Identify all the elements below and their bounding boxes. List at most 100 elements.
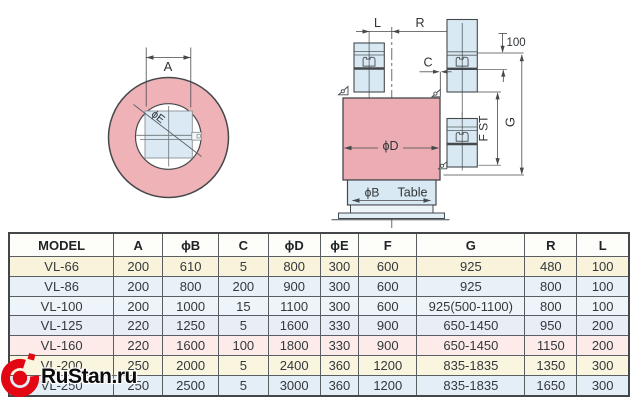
spec-cell: 900 — [358, 335, 418, 357]
table-surface-label: Table — [398, 186, 428, 200]
spec-cell: 925(500-1100) — [416, 295, 526, 317]
spec-cell: 200 — [576, 315, 630, 337]
spec-cell-model: VL-86 — [8, 275, 115, 297]
spec-cell: 800 — [162, 275, 220, 297]
spec-cell: 600 — [358, 256, 418, 277]
spec-cell: 100 — [576, 256, 630, 277]
table-sub-base — [350, 204, 434, 214]
dim-r-label: R — [415, 16, 424, 30]
spec-cell: 835-1835 — [416, 374, 526, 397]
dim-phi-b-label: ϕB — [365, 186, 380, 200]
spec-cell: 200 — [113, 275, 164, 297]
spec-cell: 200 — [218, 275, 269, 297]
spec-cell: 1650 — [524, 374, 578, 397]
spec-cell: 2500 — [162, 374, 220, 397]
column-header-phi-e: ϕE — [319, 232, 360, 257]
spec-cell: 100 — [576, 295, 630, 317]
dim-phi-b — [352, 198, 431, 203]
dim-phi-d — [344, 145, 439, 151]
column-header-a: A — [113, 232, 164, 257]
spec-cell: 5 — [218, 355, 269, 376]
top-view-diagram: ϕE A — [107, 47, 230, 199]
spec-cell: 800 — [267, 256, 321, 277]
ram-column-upper — [446, 18, 478, 119]
dim-f-st-label: F ST — [477, 115, 491, 142]
spec-cell-model: VL-100 — [8, 295, 115, 317]
side-view-diagram: ϕD ϕB Table — [331, 16, 526, 228]
spec-cell: 360 — [319, 374, 360, 397]
column-header-phi-b: ϕB — [162, 232, 220, 257]
spec-cell: 100 — [218, 335, 269, 357]
dim-100-label: 100 — [507, 37, 526, 49]
dim-g — [443, 54, 524, 176]
spec-cell: 1600 — [162, 335, 220, 357]
spec-cell: 1200 — [358, 355, 418, 376]
spec-cell: 5 — [218, 374, 269, 397]
tool-head-lower-right — [437, 112, 478, 171]
spec-cell: 3000 — [267, 374, 321, 397]
key-slot-mark — [196, 133, 201, 139]
spec-cell: 250 — [113, 374, 164, 397]
column-header-c: C — [218, 232, 269, 257]
spec-cell: 600 — [358, 275, 418, 297]
column-header-l: L — [576, 232, 630, 257]
spec-cell: 200 — [576, 335, 630, 357]
phi-e-diagonal — [133, 104, 202, 157]
dim-g-label: G — [503, 117, 518, 127]
spec-cell: 330 — [319, 315, 360, 337]
dim-a-label: A — [164, 59, 173, 74]
spec-cell: 1250 — [162, 315, 220, 337]
spec-cell: 1600 — [267, 315, 321, 337]
spec-cell: 360 — [319, 355, 360, 376]
spec-cell: 900 — [358, 315, 418, 337]
dim-f-st — [478, 92, 501, 166]
column-header-f: F — [358, 232, 418, 257]
spec-cell: 250 — [113, 355, 164, 376]
spec-cell: 5 — [218, 256, 269, 277]
dim-l — [356, 29, 392, 34]
spec-cell: 650-1450 — [416, 335, 526, 357]
column-header-r: R — [524, 232, 578, 257]
spec-cell: 300 — [319, 295, 360, 317]
spec-cell: 610 — [162, 256, 220, 277]
spec-cell-model: VL-250 — [8, 374, 115, 397]
dim-c — [419, 69, 452, 98]
spec-cell: 200 — [113, 295, 164, 317]
dim-l-label: L — [374, 16, 381, 30]
spec-cell: 330 — [319, 335, 360, 357]
spec-cell: 2400 — [267, 355, 321, 376]
spec-cell: 1150 — [524, 335, 578, 357]
dim-100 — [498, 33, 507, 53]
spec-cell: 15 — [218, 295, 269, 317]
dim-a — [145, 47, 192, 108]
column-header-phi-d: ϕD — [267, 232, 321, 257]
spec-cell: 900 — [267, 275, 321, 297]
spec-cell: 100 — [576, 275, 630, 297]
spec-cell: 925 — [416, 275, 526, 297]
spec-cell-model: VL-160 — [8, 335, 115, 357]
spec-cell: 925 — [416, 256, 526, 277]
dim-phi-d-label: ϕD — [382, 139, 398, 153]
spec-cell: 1350 — [524, 355, 578, 376]
spec-cell: 1200 — [358, 374, 418, 397]
spec-cell: 1100 — [267, 295, 321, 317]
spec-cell: 300 — [319, 275, 360, 297]
spec-cell: 300 — [576, 355, 630, 376]
spec-cell: 2000 — [162, 355, 220, 376]
dim-c-label: C — [423, 56, 432, 70]
spec-cell: 950 — [524, 315, 578, 337]
spec-cell: 5 — [218, 315, 269, 337]
column-header-model: MODEL — [8, 232, 115, 257]
spec-cell: 1800 — [267, 335, 321, 357]
spec-cell: 220 — [113, 315, 164, 337]
spec-cell: 800 — [524, 275, 578, 297]
